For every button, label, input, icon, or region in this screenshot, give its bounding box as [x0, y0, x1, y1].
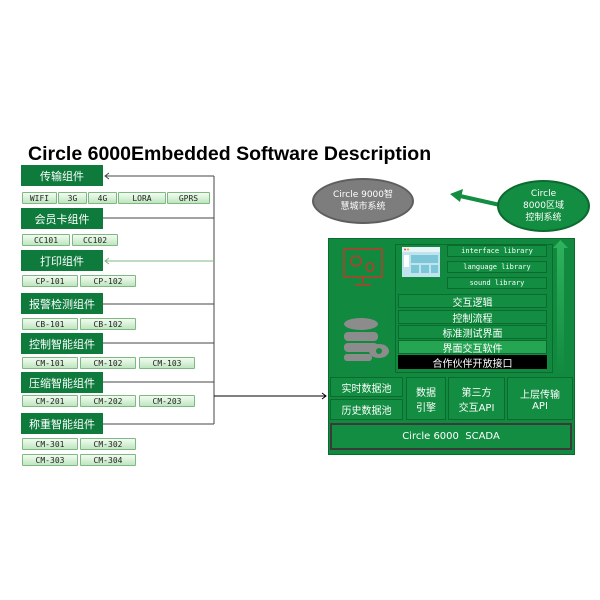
language-library: language library	[447, 261, 547, 273]
chip: CM-102	[80, 357, 136, 369]
chip: LORA	[118, 192, 166, 204]
layer-partner-open-interface: 合作伙伴开放接口	[398, 355, 547, 370]
layer-ui-software: 界面交互软件	[398, 340, 547, 355]
component-print: 打印组件	[21, 250, 103, 271]
chip: CM-101	[22, 357, 78, 369]
scada-base: Circle 6000 SCADA	[330, 423, 572, 450]
chip: CM-304	[80, 454, 136, 466]
component-member-card: 会员卡组件	[21, 208, 103, 229]
realtime-data-pool: 实时数据池	[330, 377, 403, 397]
component-control: 控制智能组件	[21, 333, 103, 354]
history-data-pool: 历史数据池	[330, 399, 403, 420]
interface-library: interface library	[447, 245, 547, 257]
chip: CM-202	[80, 395, 136, 407]
chip: CM-203	[139, 395, 195, 407]
chip: WIFI	[22, 192, 57, 204]
chip: CP-102	[80, 275, 136, 287]
chip: 3G	[58, 192, 87, 204]
chip: CM-303	[22, 454, 78, 466]
up-arrow-icon	[553, 240, 568, 374]
chip: GPRS	[167, 192, 210, 204]
chip: CM-301	[22, 438, 78, 450]
page-title: Circle 6000Embedded Software Description	[28, 143, 432, 165]
window-ui-icon	[402, 247, 440, 277]
data-engine: 数据引擎	[406, 377, 446, 420]
cloud-circle-9000: Circle 9000智慧城市系统	[312, 178, 414, 224]
layer-control-flow: 控制流程	[398, 310, 547, 325]
chip: CM-103	[139, 357, 195, 369]
chip: CP-101	[22, 275, 78, 287]
chip: CC102	[72, 234, 118, 246]
component-transport: 传输组件	[21, 165, 103, 186]
sound-library: sound library	[447, 277, 547, 289]
chip: CM-201	[22, 395, 78, 407]
layer-interaction-logic: 交互逻辑	[398, 294, 547, 309]
chip: CM-302	[80, 438, 136, 450]
component-weighing: 称重智能组件	[21, 413, 103, 434]
chip: 4G	[88, 192, 117, 204]
chip: CB-101	[22, 318, 78, 330]
layer-standard-test-ui: 标准测试界面	[398, 325, 547, 340]
settings-monitor-icon	[343, 248, 383, 286]
database-eye-icon	[344, 318, 389, 361]
software-frame	[395, 244, 553, 373]
chip: CB-102	[80, 318, 136, 330]
component-alarm: 报警检测组件	[21, 293, 103, 314]
chip: CC101	[22, 234, 70, 246]
component-compress: 压缩智能组件	[21, 372, 103, 393]
third-party-api: 第三方交互API	[448, 377, 505, 420]
